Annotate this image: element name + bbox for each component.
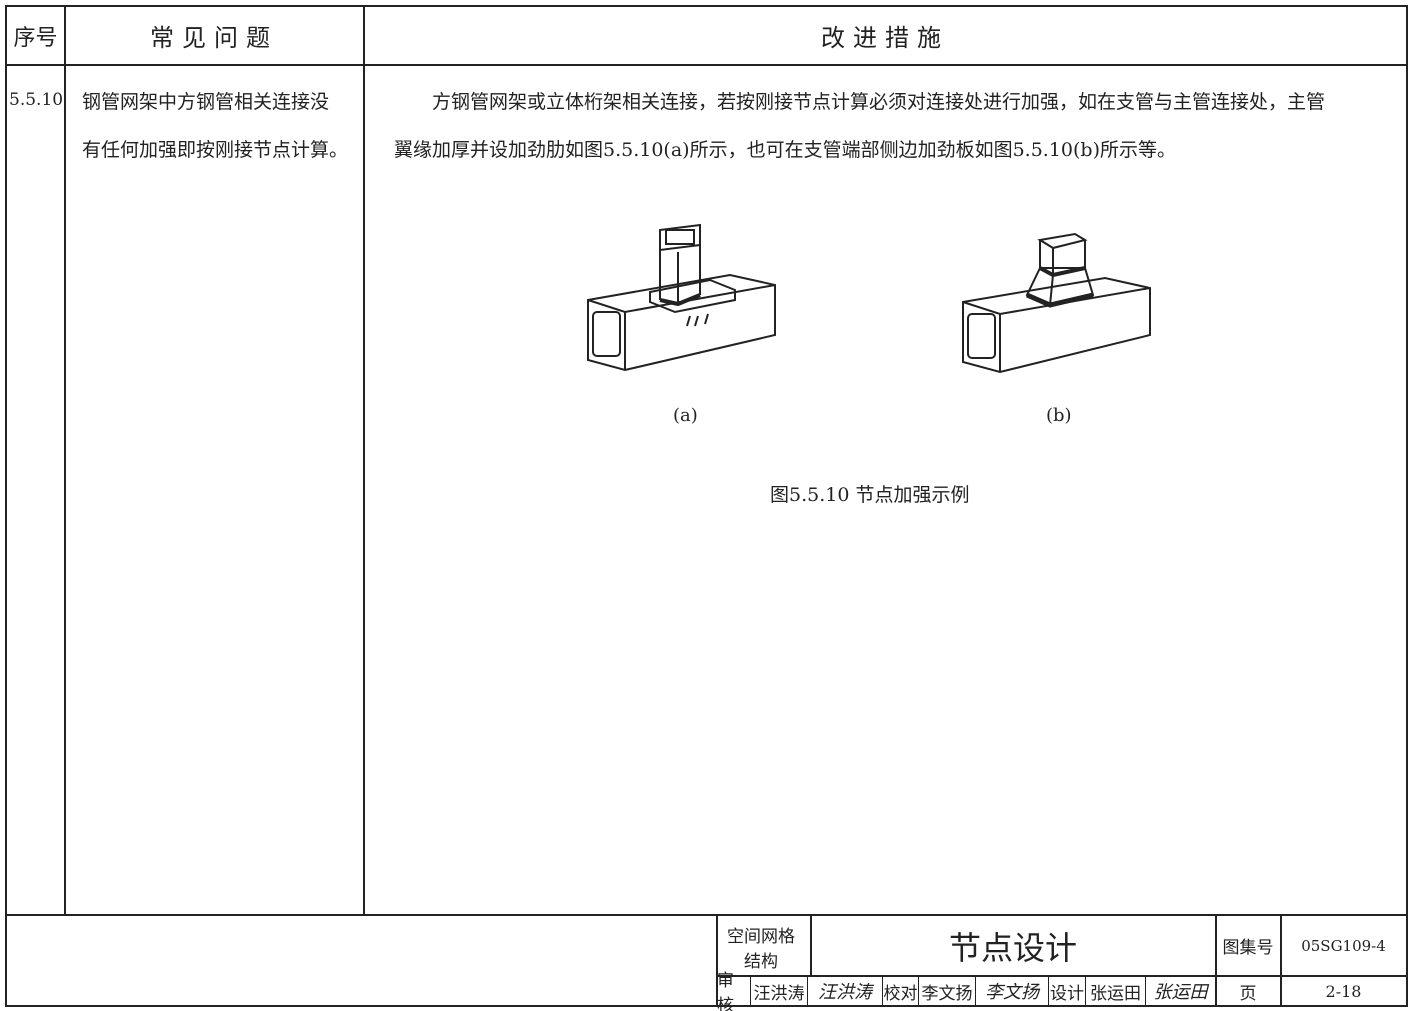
category-line-2: 结构 [744, 952, 778, 972]
header-index: 序号 [13, 25, 58, 51]
tb-line [1048, 975, 1049, 1007]
page-label: 页 [1239, 983, 1257, 1004]
category-line-1: 空间网格 [727, 927, 795, 947]
designer-signature: 张运田 [1153, 982, 1208, 1003]
designer-name: 张运田 [1090, 983, 1141, 1004]
figure-b-drawing [962, 232, 1151, 374]
border-right [1406, 5, 1408, 1007]
border-bottom [5, 1005, 1408, 1007]
reviewer-name: 汪洪涛 [753, 983, 805, 1004]
col-divider-2 [363, 5, 365, 915]
checker-name: 李文扬 [921, 983, 973, 1004]
figure-a-drawing [587, 223, 776, 372]
review-label: 审核 [717, 971, 734, 1011]
tb-line [1280, 914, 1282, 1007]
border-left [5, 5, 7, 1007]
border-top [5, 5, 1408, 7]
tb-line [918, 975, 919, 1007]
atlas-number: 05SG109-4 [1301, 936, 1386, 955]
col-divider-1 [64, 5, 66, 915]
tb-line [716, 975, 1408, 977]
header-measure: 改进措施 [821, 24, 949, 52]
checker-signature: 李文扬 [985, 982, 1039, 1003]
measure-line-1: 方钢管网架或立体桁架相关连接，若按刚接节点计算必须对连接处进行加强，如在支管与主… [432, 91, 1326, 113]
header-problem: 常见问题 [150, 24, 278, 52]
tb-line [1145, 975, 1146, 1007]
tb-line [1085, 975, 1086, 1007]
tb-line [716, 914, 718, 1007]
row-index: 5.5.10 [9, 90, 64, 110]
tb-line [810, 914, 812, 976]
problem-line-2: 有任何加强即按刚接节点计算。 [82, 139, 349, 161]
drawing-title: 节点设计 [948, 928, 1077, 967]
problem-line-1: 钢管网架中方钢管相关连接没 [82, 91, 330, 113]
figure-b-label: (b) [1046, 405, 1072, 426]
design-label: 设计 [1050, 983, 1084, 1004]
figure-caption: 图5.5.10 节点加强示例 [770, 484, 970, 506]
tb-line [807, 975, 808, 1007]
measure-line-2: 翼缘加厚并设加劲肋如图5.5.10(a)所示，也可在支管端部侧边加劲板如图5.5… [394, 139, 1177, 161]
page-number: 2-18 [1325, 981, 1362, 1001]
figure-a-label: (a) [673, 405, 698, 426]
atlas-label: 图集号 [1222, 938, 1274, 958]
tb-line [1215, 914, 1217, 1007]
title-block-top [5, 914, 1408, 916]
reviewer-signature: 汪洪涛 [818, 982, 872, 1003]
header-divider [5, 64, 1408, 66]
check-label: 校对 [883, 983, 918, 1004]
tb-line [975, 975, 976, 1007]
tb-line [882, 975, 883, 1007]
tb-line [750, 975, 751, 1007]
